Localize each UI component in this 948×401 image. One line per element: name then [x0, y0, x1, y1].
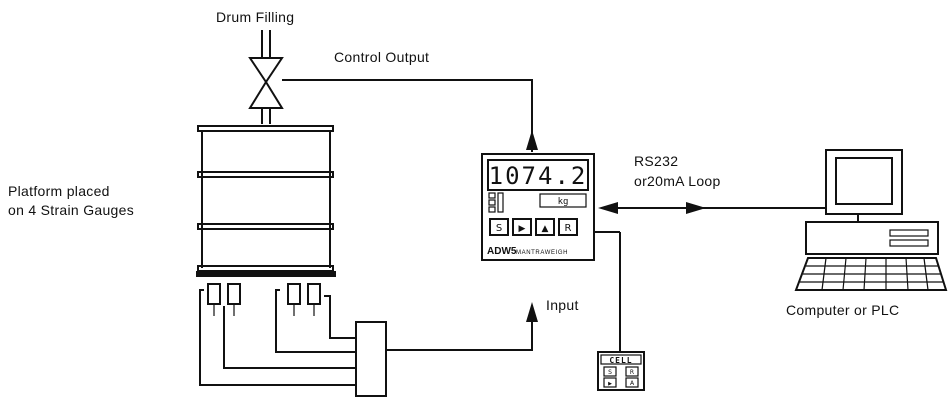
indicator-reading: 1074.2	[489, 162, 588, 190]
key-up-label: ▲	[542, 224, 549, 234]
wire-gauge-4	[324, 295, 356, 339]
indicator-unit: 1074.2 kg S ▶ ▲ R ADW5 MANTRAWEIGH	[481, 153, 595, 261]
input-signal-line	[386, 318, 533, 351]
drum-filling-label: Drum Filling	[216, 9, 294, 25]
key-right-label: ▶	[519, 224, 526, 234]
key-r-button[interactable]	[558, 218, 578, 236]
indicator-brand-sub: MANTRAWEIGH	[516, 250, 568, 256]
rs232-label-line1: RS232	[634, 153, 678, 169]
input-arrow	[526, 302, 538, 322]
drum-bottom-rim	[197, 265, 334, 272]
handheld-key-r[interactable]	[625, 366, 639, 377]
handheld-terminal: CELL S R ▶ A	[597, 351, 645, 391]
rs232-arrow-left	[598, 202, 618, 214]
drive-bay-2	[889, 239, 929, 247]
rs232-label-line2: or20mA Loop	[634, 173, 721, 189]
key-s-label: S	[496, 223, 502, 234]
handheld-key-a-label: A	[630, 380, 635, 387]
wire-gauge-1	[199, 289, 356, 386]
platform-label-line2: on 4 Strain Gauges	[8, 202, 134, 218]
key-up-button[interactable]	[535, 218, 555, 236]
computer-label: Computer or PLC	[786, 302, 899, 318]
computer-base-unit	[805, 221, 939, 255]
handheld-key-a[interactable]	[625, 377, 639, 388]
unit-window	[539, 193, 587, 208]
control-output-line	[282, 79, 533, 152]
drum-top-rim	[197, 125, 334, 132]
wire-gauge-3	[275, 289, 356, 353]
drum	[196, 125, 336, 277]
handheld-key-right-label: ▶	[608, 381, 612, 387]
handheld-key-r-label: R	[630, 369, 634, 376]
strain-gauges	[207, 283, 321, 316]
unit-label: kg	[558, 197, 569, 207]
control-output-label: Control Output	[334, 49, 429, 65]
gauge-wiring	[199, 289, 356, 386]
key-s-button[interactable]	[489, 218, 509, 236]
valve-lower-triangle	[248, 80, 284, 109]
platform-label-line1: Platform placed	[8, 183, 110, 199]
drive-bay-1	[889, 229, 929, 237]
status-led-1	[488, 192, 496, 199]
fill-valve	[248, 30, 284, 124]
strain-gauge-2	[227, 283, 241, 316]
drum-hoop-1	[197, 171, 334, 178]
strain-gauge-1	[207, 283, 221, 316]
status-led-2	[488, 199, 496, 206]
handheld-key-s-label: S	[608, 369, 612, 376]
handheld-key-s[interactable]	[603, 366, 617, 377]
handheld-key-right[interactable]	[603, 377, 617, 388]
input-label: Input	[546, 297, 579, 313]
indicator-housing	[481, 153, 595, 261]
computer-screen	[835, 157, 893, 205]
handheld-body	[597, 351, 645, 391]
junction-box	[355, 321, 387, 397]
control-output-arrow	[526, 130, 538, 150]
rs232-arrow-right	[686, 202, 706, 214]
handheld-display-text: CELL	[609, 356, 632, 365]
status-led-3	[488, 206, 496, 213]
computer-monitor	[825, 149, 903, 215]
key-right-button[interactable]	[512, 218, 532, 236]
computer-keyboard	[794, 257, 948, 291]
valve-upper-triangle	[248, 57, 284, 84]
drum-hoop-2	[197, 223, 334, 230]
indicator-display	[487, 159, 589, 191]
status-led-bar	[497, 192, 504, 213]
strain-gauge-4	[307, 283, 321, 316]
strain-gauge-3	[287, 283, 301, 316]
handheld-display	[600, 354, 642, 365]
keyboard-key-lines	[821, 257, 929, 291]
platform	[196, 271, 336, 277]
wire-gauge-2	[223, 306, 356, 369]
indicator-brand: ADW5	[487, 246, 517, 257]
computer	[794, 149, 948, 291]
key-r-label: R	[565, 223, 572, 234]
